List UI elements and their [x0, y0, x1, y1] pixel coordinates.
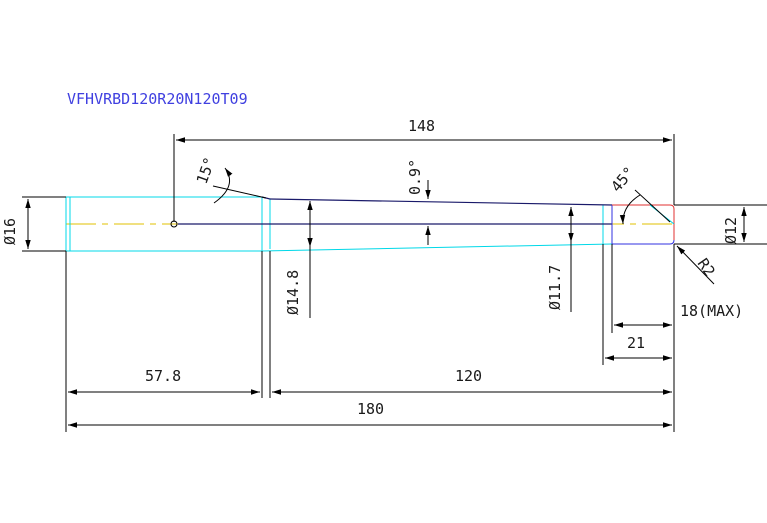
length-21-label: 21: [627, 334, 645, 352]
diameter-14-8-label: Ø14.8: [284, 270, 302, 315]
angle-45-label: 45°: [607, 163, 638, 195]
length-18-max: 18(MAX): [611, 244, 743, 333]
diameter-12: Ø12: [674, 204, 767, 245]
length-57-8-label: 57.8: [145, 367, 181, 385]
diameter-11-7-label: Ø11.7: [546, 265, 564, 310]
length-57-8: 57.8: [65, 251, 263, 432]
dimension-148: 148: [173, 117, 675, 222]
length-180-label: 180: [357, 400, 384, 418]
part-number-title: VFHVRBD120R20N120T09: [67, 90, 248, 108]
diameter-16-label: Ø16: [1, 218, 19, 245]
taper-body: [178, 196, 613, 225]
length-120-label: 120: [455, 367, 482, 385]
length-120: 120: [269, 251, 672, 398]
radius-r2-label: R2: [694, 255, 719, 280]
diameter-16: Ø16: [1, 196, 66, 252]
angle-15: 15°: [193, 155, 267, 204]
angle-09-label: 0.9°: [406, 159, 424, 195]
dimension-148-label: 148: [408, 117, 435, 135]
diameter-12-label: Ø12: [722, 217, 740, 244]
angle-09: 0.9°: [406, 159, 431, 245]
length-180: 180: [68, 400, 672, 428]
diameter-11-7: Ø11.7: [546, 207, 574, 312]
diameter-14-8: Ø14.8: [284, 201, 313, 318]
radius-r2: R2: [676, 245, 719, 285]
length-18-max-label: 18(MAX): [680, 302, 743, 320]
angle-15-label: 15°: [193, 155, 219, 187]
length-21: 21: [602, 244, 672, 365]
angle-45: 45°: [607, 163, 671, 225]
